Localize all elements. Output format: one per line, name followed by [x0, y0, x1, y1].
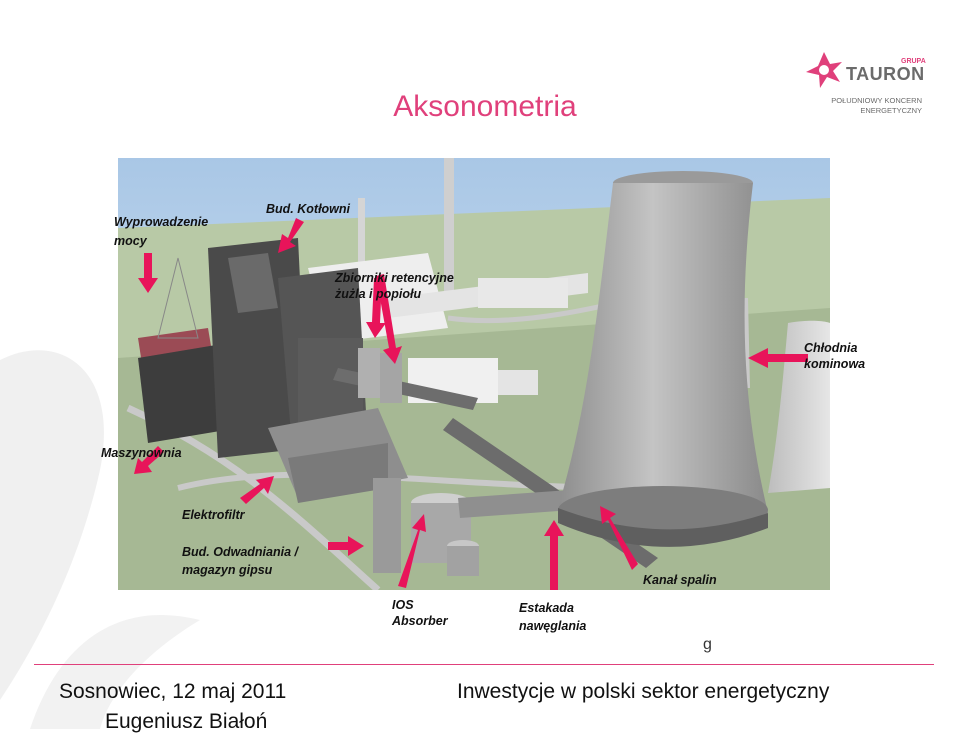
label-chlodnia-2: kominowa — [804, 357, 866, 371]
label-odwadniania-2: magazyn gipsu — [182, 563, 273, 577]
stray-character: g — [703, 636, 712, 653]
logo-brand: TAURON — [846, 64, 925, 84]
footer-divider — [34, 664, 934, 665]
label-estakada: Estakada — [519, 601, 574, 615]
label-maszynownia: Maszynownia — [101, 446, 182, 460]
logo-grupa: GRUPA — [901, 58, 926, 65]
footer-left: Sosnowiec, 12 maj 2011 — [59, 680, 287, 703]
label-kotlownia: Bud. Kotłowni — [266, 202, 351, 216]
label-kanal: Kanał spalin — [643, 573, 717, 587]
callout-arrows — [134, 218, 808, 590]
label-zbiorniki-2: żużla i popiołu — [335, 287, 422, 301]
label-elektrofiltr: Elektrofiltr — [182, 508, 245, 522]
label-chlodnia: Chłodnia — [804, 341, 858, 355]
footer-author: Eugeniusz Białoń — [105, 710, 268, 733]
tauron-logo: GRUPA TAURON POŁUDNIOWY KONCERN ENERGETY… — [804, 44, 934, 124]
label-ios: IOS — [392, 598, 414, 612]
power-plant-illustration — [118, 158, 830, 590]
label-wyprowadzenie-2: mocy — [114, 234, 147, 248]
label-odwadniania: Bud. Odwadniania / — [182, 545, 298, 559]
label-ios-2: Absorber — [392, 614, 448, 628]
logo-subtitle-2: ENERGETYCZNY — [860, 106, 922, 115]
tauron-logo-icon — [806, 52, 842, 88]
slide-title: Aksonometria — [393, 90, 577, 123]
label-estakada-2: nawęglania — [519, 619, 587, 633]
label-zbiorniki: Zbiorniki retencyjne — [335, 271, 454, 285]
logo-subtitle-1: POŁUDNIOWY KONCERN — [831, 96, 922, 105]
footer-right: Inwestycje w polski sektor energetyczny — [457, 680, 830, 703]
label-wyprowadzenie: Wyprowadzenie — [114, 215, 209, 229]
